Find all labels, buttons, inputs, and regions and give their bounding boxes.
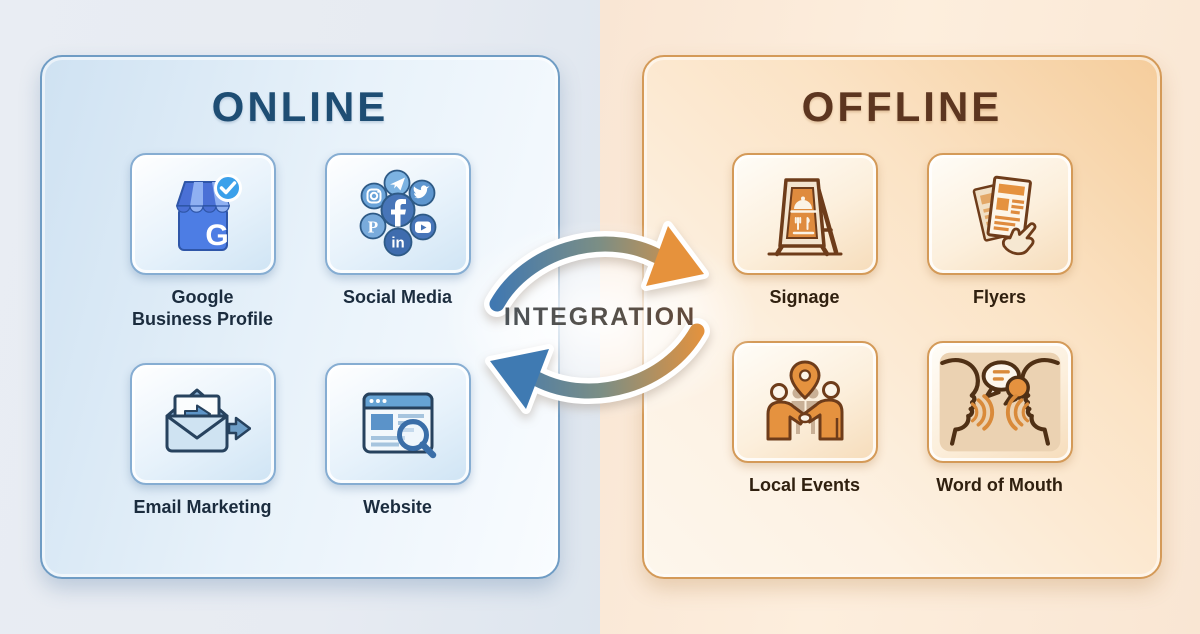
svg-text:in: in [391, 235, 404, 252]
card-label: Signage [769, 287, 840, 307]
social-media-card: P in [324, 153, 471, 275]
instagram-icon [360, 182, 387, 210]
front-flyer [986, 175, 1032, 241]
online-item-social-media: P in [324, 153, 471, 331]
word-of-mouth-icon [939, 352, 1060, 452]
card-label: Google Business Profile [131, 287, 274, 329]
online-item-email-marketing: Email Marketing [129, 362, 276, 519]
offline-title: OFFLINE [801, 83, 1003, 130]
integration-label: INTEGRATION [455, 303, 745, 332]
card-label: Local Events [748, 474, 861, 495]
top-arrow [489, 236, 665, 312]
left-face-profile [939, 358, 980, 446]
google-business-profile-icon: G [175, 174, 242, 252]
svg-text:P: P [367, 218, 377, 237]
telegram-icon [383, 169, 410, 197]
card-label: Website [363, 496, 432, 517]
card-label: Social Media [342, 287, 453, 307]
youtube-icon [409, 213, 436, 241]
svg-text:G: G [205, 219, 228, 252]
google-business-profile-card: G [129, 153, 276, 275]
twitter-icon [408, 179, 435, 207]
online-item-google-business-profile: G Google [129, 153, 276, 331]
email-marketing-card [129, 362, 276, 485]
offline-item-signage: Signage [731, 153, 878, 309]
offline-panel: OFFLINE [642, 55, 1162, 579]
send-arrow-icon [227, 416, 251, 441]
linkedin-icon: in [383, 227, 412, 257]
website-card [324, 362, 471, 485]
offline-item-local-events: Local Events [731, 340, 878, 497]
flyers-card [926, 153, 1073, 275]
signage-icon [767, 178, 842, 257]
online-cards: G Google [42, 153, 558, 519]
integration-cycle-arrows-icon [484, 221, 710, 414]
online-item-website: Website [324, 362, 471, 519]
online-title: ONLINE [211, 83, 389, 130]
pinterest-icon: P [359, 212, 386, 240]
local-events-card [731, 340, 878, 463]
card-label: Flyers [972, 287, 1027, 307]
top-arrowhead [646, 226, 704, 286]
local-events-icon [766, 360, 843, 441]
hand-icon [1001, 222, 1036, 256]
facebook-icon [380, 192, 415, 228]
flyers-icon [972, 175, 1036, 256]
offline-item-word-of-mouth: Word of Mouth [926, 340, 1073, 497]
location-pin-icon [789, 360, 820, 400]
word-of-mouth-card [926, 340, 1073, 463]
website-icon [362, 392, 436, 459]
offline-cards: Signage [644, 153, 1160, 497]
sound-waves [970, 394, 1029, 431]
social-media-icon: P in [359, 169, 436, 257]
cloche-icon [789, 196, 817, 213]
verified-check-badge-icon [213, 174, 242, 202]
card-label: Word of Mouth [936, 474, 1063, 495]
magnifier-icon [396, 418, 436, 459]
bottom-arrowhead [490, 349, 549, 409]
signage-card [731, 153, 878, 275]
handshake-people [766, 380, 843, 441]
bottom-arrow [529, 323, 705, 399]
email-marketing-icon [165, 388, 251, 453]
card-label: Email Marketing [133, 496, 272, 517]
offline-item-flyers: Flyers [926, 153, 1073, 309]
